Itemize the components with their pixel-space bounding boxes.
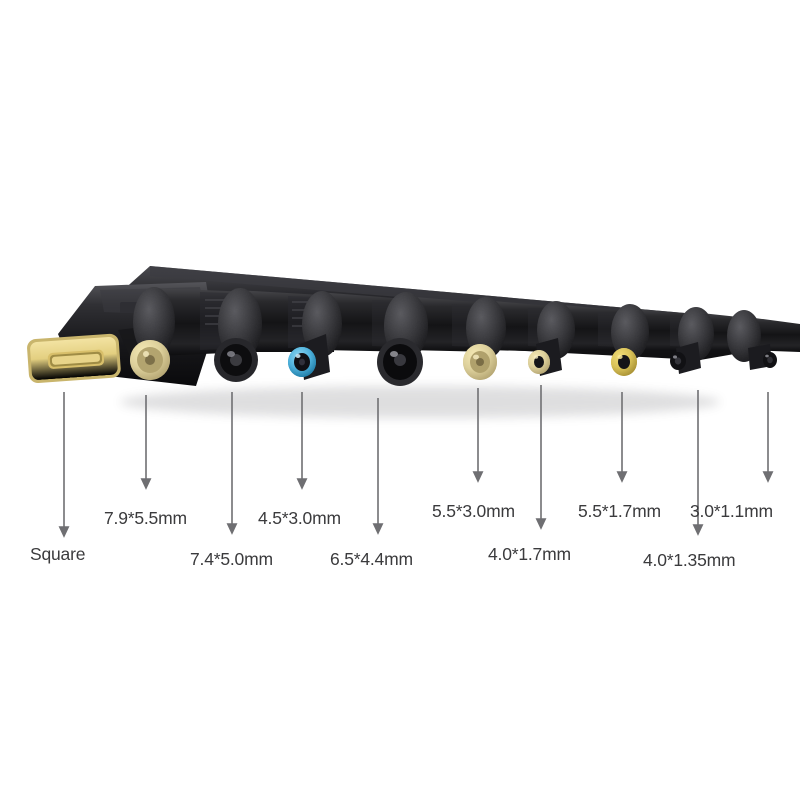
leader-arrowhead [616,471,628,483]
label-3-0x1-1mm: 3.0*1.1mm [690,501,773,521]
leader-arrowhead [692,524,704,536]
leader-arrowhead [535,518,547,530]
label-5-5x3-0mm: 5.5*3.0mm [432,501,515,521]
label-6-5x4-4mm: 6.5*4.4mm [330,549,413,569]
leader-arrowhead [472,471,484,483]
label-4-5x3-0mm: 4.5*3.0mm [258,508,341,528]
label-4-0x1-7mm: 4.0*1.7mm [488,544,571,564]
label-7-9x5-5mm: 7.9*5.5mm [104,508,187,528]
leader-arrowhead [762,471,774,483]
label-4-0x1-35mm: 4.0*1.35mm [643,550,736,570]
label-square: Square [30,544,86,564]
label-5-5x1-7mm: 5.5*1.7mm [578,501,661,521]
label-7-4x5-0mm: 7.4*5.0mm [190,549,273,569]
leader-arrowhead [226,523,238,535]
leader-arrowhead [58,526,70,538]
leader-arrowhead [140,478,152,490]
leader-arrowhead [372,523,384,535]
leader-arrowhead [296,478,308,490]
